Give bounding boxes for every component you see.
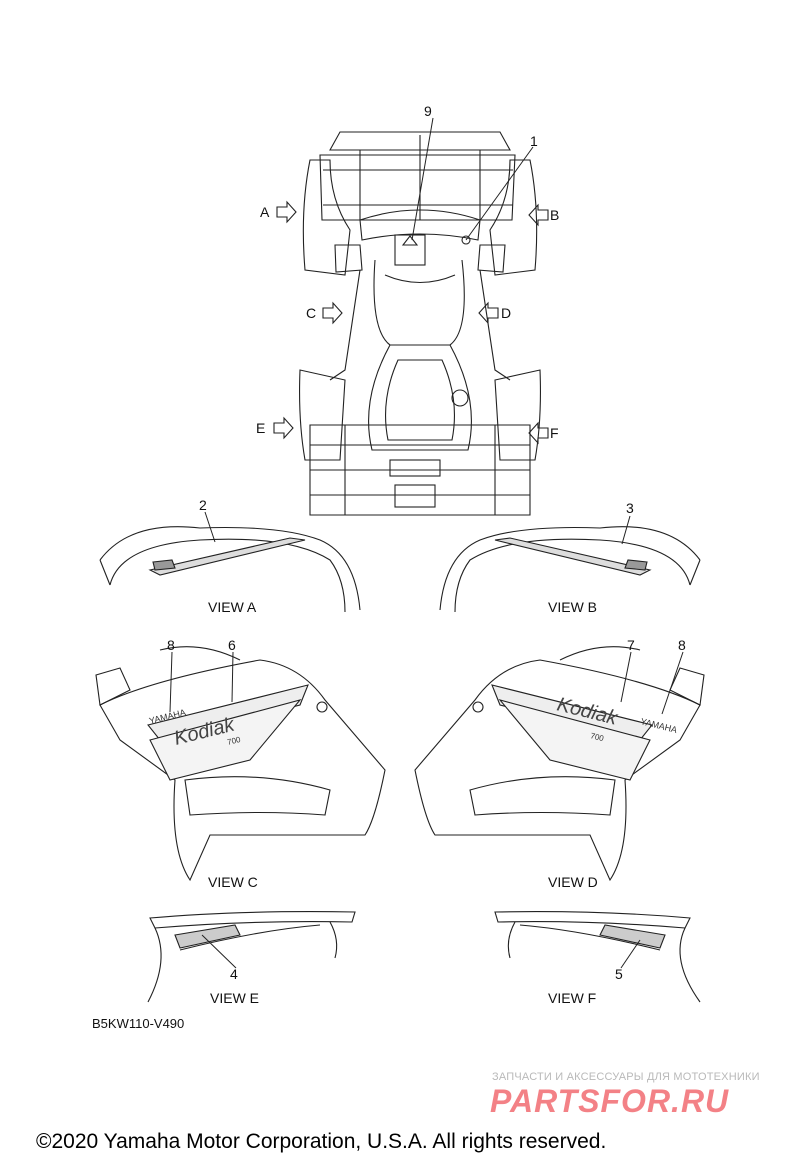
- view-arrows: [273, 200, 549, 445]
- label-view-c: VIEW C: [208, 874, 258, 890]
- leader-lines: [169, 117, 684, 969]
- model-decal-d: 700: [590, 731, 606, 743]
- view-a-drawing: [99, 526, 361, 613]
- callout-9: 9: [424, 103, 432, 119]
- part-code: B5KW110-V490: [92, 1016, 185, 1031]
- marker-c: C: [306, 305, 316, 321]
- label-view-e: VIEW E: [210, 990, 259, 1006]
- callout-1: 1: [530, 133, 538, 149]
- view-e-drawing: [147, 911, 356, 1003]
- watermark-tagline: ЗАПЧАСТИ И АКСЕССУАРЫ ДЛЯ МОТОТЕХНИКИ: [492, 1071, 760, 1083]
- label-view-f: VIEW F: [548, 990, 596, 1006]
- label-view-d: VIEW D: [548, 874, 598, 890]
- atv-top-view: [299, 131, 541, 516]
- callout-8-right: 8: [678, 637, 686, 653]
- callout-4: 4: [230, 966, 238, 982]
- marker-b: B: [550, 207, 559, 223]
- marker-d: D: [501, 305, 511, 321]
- view-b-drawing: [439, 526, 701, 613]
- view-d-drawing: YAMAHA Kodiak 700: [414, 646, 705, 882]
- watermark-brand: PARTSFOR.RU: [490, 1083, 730, 1119]
- label-view-a: VIEW A: [208, 599, 257, 615]
- view-f-drawing: [494, 911, 701, 1003]
- marker-a: A: [260, 204, 270, 220]
- copyright-notice: ©2020 Yamaha Motor Corporation, U.S.A. A…: [36, 1130, 607, 1153]
- callout-3: 3: [626, 500, 634, 516]
- view-c-drawing: YAMAHA Kodiak 700: [95, 646, 386, 882]
- callout-2: 2: [199, 497, 207, 513]
- callout-7: 7: [627, 637, 635, 653]
- marker-e: E: [256, 420, 265, 436]
- model-decal-c: 700: [226, 735, 242, 747]
- callout-5: 5: [615, 966, 623, 982]
- marker-f: F: [550, 425, 559, 441]
- callout-8-left: 8: [167, 637, 175, 653]
- label-view-b: VIEW B: [548, 599, 597, 615]
- callout-6: 6: [228, 637, 236, 653]
